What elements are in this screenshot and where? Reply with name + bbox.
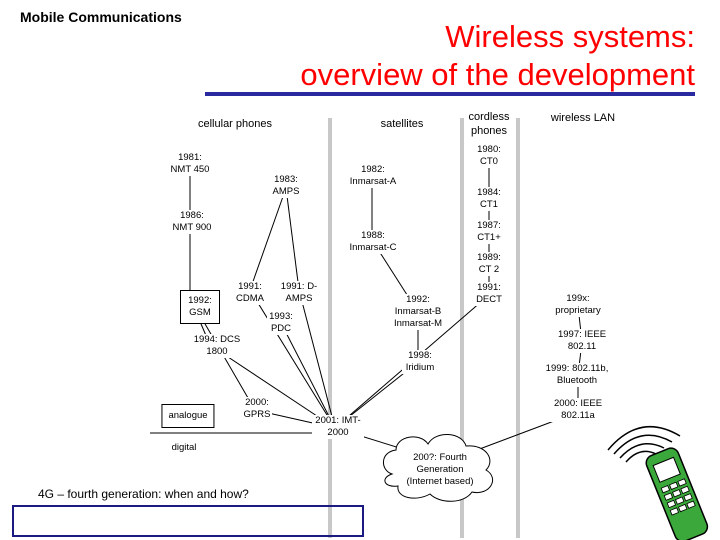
column-cordless-phones: cordless phones [466,110,512,138]
answer-box [12,505,364,537]
node-inmarsat-c: 1988: Inmarsat-C [346,230,400,254]
node-damps: 1991: D-AMPS [277,281,321,305]
node-nmt900: 1986: NMT 900 [170,210,214,234]
node-gprs: 2000: GPRS [242,397,272,421]
node-gsm: 1992: GSM [180,290,220,324]
footer-question: 4G – fourth generation: when and how? [38,487,249,501]
column-cellular-phones: cellular phones [198,117,272,131]
node-dect: 1991: DECT [474,282,504,306]
column-wireless-lan: wireless LAN [550,111,616,125]
separator-cordless-wlan [516,118,520,538]
legend-digital: digital [171,442,197,454]
node-ieee-80211b: 1999: 802.11b, Bluetooth [529,363,625,387]
column-satellites: satellites [380,117,424,131]
phone-icon [607,425,709,540]
node-ieee-80211: 1997: IEEE 802.11 [547,329,617,353]
line-cdma-imt2000 [249,289,336,429]
node-dcs1800: 1994: DCS 1800 [191,334,243,358]
node-cdma: 1991: CDMA [235,281,265,305]
node-ieee-80211a: 2000: IEEE 802.11a [542,398,614,422]
title-line-2: overview of the development [300,57,695,92]
course-label: Mobile Communications [20,9,182,25]
line-dcs1800-imt2000 [209,344,336,429]
node-nmt450: 1981: NMT 450 [168,152,212,176]
node-pdc: 1993: PDC [267,311,295,335]
line-damps-imt2000 [298,289,336,429]
node-ct2: 1989: CT 2 [474,252,504,276]
node-amps: 1983: AMPS [270,174,302,198]
node-inmarsat-a: 1982: Inmarsat-A [346,164,400,188]
node-iridium: 1998: Iridium [402,350,438,374]
node-ct0: 1980: CT0 [474,144,504,168]
node-inmarsat-b-m: 1992: Inmarsat-B Inmarsat-M [388,294,448,330]
line-amps-damps [285,187,300,291]
node-wlan-199x: 199x: proprietary [552,293,604,317]
title-line-1: Wireless systems: [445,19,695,54]
line-amps-cdma [249,187,287,291]
title-underline [205,92,695,96]
node-fourth-generation: 200?: Fourth Generation (Internet based) [406,452,474,487]
separator-satellite-cordless [460,118,464,538]
node-ct1plus: 1987: CT1+ [474,220,504,244]
legend-analogue: analogue [161,404,215,428]
line-pdc-imt2000 [279,320,336,429]
node-ct1: 1984: CT1 [474,187,504,211]
cloud-icon [383,434,493,502]
node-imt2000: 2001: IMT-2000 [312,415,364,439]
separator-cellular-satellite [328,118,332,538]
